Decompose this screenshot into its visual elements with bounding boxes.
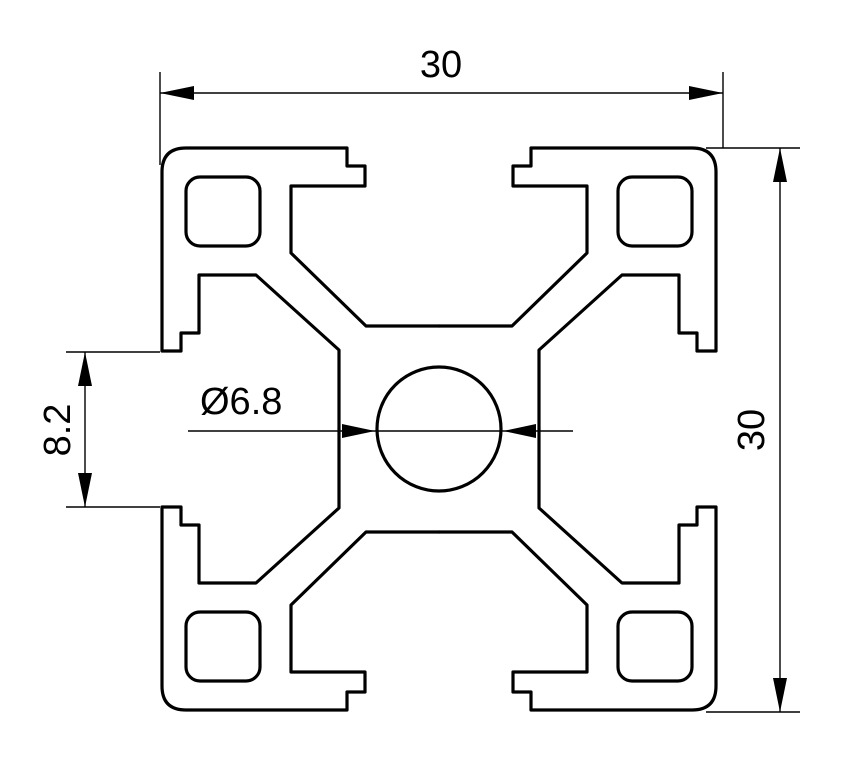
height-arrow-top (773, 148, 787, 182)
corner-chamber (184, 175, 262, 248)
center-bore (375, 365, 503, 493)
profile-quadrant-bottom-right (437, 427, 718, 712)
profile-quadrant-top-right (437, 146, 718, 431)
height-label: 30 (731, 409, 773, 451)
slot-dimension: 8.2 (37, 351, 160, 508)
bore-arrow-right (503, 424, 536, 438)
width-dimension: 30 (159, 44, 724, 165)
slot-arrow-top (78, 352, 92, 386)
slot-label: 8.2 (37, 404, 79, 457)
bore-label: Ø6.8 (200, 381, 282, 423)
height-arrow-bottom (773, 678, 787, 712)
height-dimension: 30 (706, 147, 800, 713)
bore-arrow-left (342, 424, 375, 438)
width-arrow-right (689, 86, 723, 100)
profile-quadrant-bottom-left (160, 427, 441, 712)
outer-contour (160, 146, 441, 431)
bore-dimension: Ø6.8 (188, 381, 573, 438)
width-label: 30 (420, 44, 462, 86)
slot-arrow-bottom (78, 473, 92, 507)
width-arrow-left (160, 86, 194, 100)
profile-outline (160, 146, 718, 712)
profile-quadrant-top-left (160, 146, 441, 431)
